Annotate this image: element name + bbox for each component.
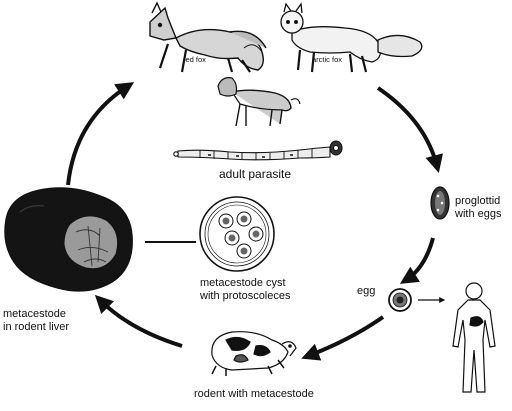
dog-icon xyxy=(217,77,301,127)
arrow-foxes-to-proglottid xyxy=(376,86,443,173)
egg-label: egg xyxy=(357,285,376,297)
arrow-egg-to-rodent xyxy=(301,315,385,361)
liver-icon xyxy=(4,187,133,292)
cyst-label-line1: metacestode cyst xyxy=(200,277,286,289)
arctic-fox-icon xyxy=(280,2,423,73)
human-icon xyxy=(452,282,496,393)
cyst-icon xyxy=(199,196,275,272)
rodent-icon xyxy=(211,331,297,376)
arrow-rodent-to-liver xyxy=(94,294,183,348)
arrow-proglottid-to-egg xyxy=(399,237,435,284)
liver-label-line2: in rodent liver xyxy=(3,321,70,333)
proglottid-label-line1: proglottid xyxy=(455,195,501,207)
arrow-liver-to-foxes xyxy=(66,82,135,186)
fox-icon xyxy=(149,1,267,73)
tapeworm-icon xyxy=(173,140,343,161)
liver-label-line1: metacestode xyxy=(3,308,66,320)
arctic-fox-label: arctic fox xyxy=(312,55,342,64)
cyst-label-line2: with protoscoleces xyxy=(200,290,291,302)
proglottid-icon xyxy=(430,186,450,220)
rodent-label: rodent with metacestode xyxy=(194,388,314,400)
egg-icon xyxy=(388,288,412,312)
red-fox-label: red fox xyxy=(183,55,206,64)
proglottid-label-line2: with eggs xyxy=(455,208,502,220)
adult-parasite-label: adult parasite xyxy=(219,167,292,181)
